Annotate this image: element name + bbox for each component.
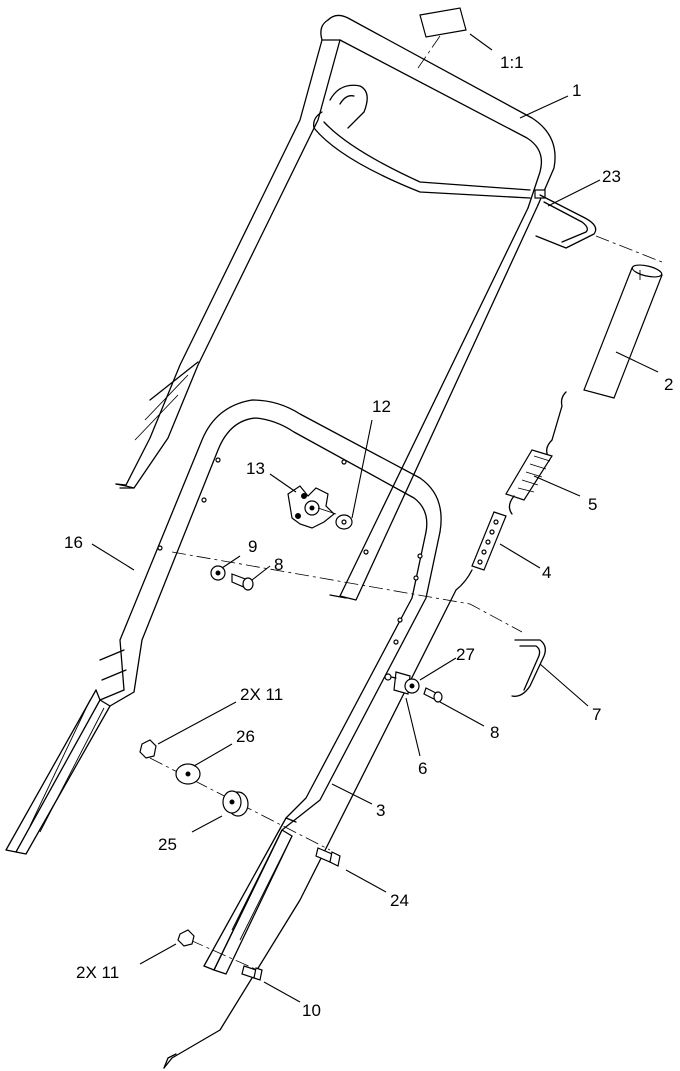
- leader-lines: [91, 33, 659, 1003]
- callout-1: 1: [572, 81, 581, 100]
- washer-26: [175, 763, 201, 785]
- washer-9: [210, 565, 226, 581]
- link-plate: [471, 511, 507, 571]
- callout-labels: 1:1 1 23 2 12 13 5 16 9 8 4 27 2X 11 7 8…: [64, 53, 673, 1020]
- decal-label: [417, 7, 467, 69]
- callout-7: 7: [592, 705, 601, 724]
- upper-handle: [115, 14, 556, 601]
- centerline-10: [189, 939, 263, 973]
- extension-spring: [505, 391, 567, 515]
- washer-27: [404, 678, 420, 694]
- handle-grip: [583, 264, 663, 399]
- callout-5: 5: [588, 495, 597, 514]
- spacer-25: [222, 790, 249, 817]
- cable-clip: [511, 639, 546, 697]
- callout-2: 2: [664, 375, 673, 394]
- lower-handle: [5, 399, 442, 975]
- control-cable: [163, 569, 473, 1069]
- callout-8-lower: 8: [490, 723, 499, 742]
- nut-11-lower: [177, 929, 195, 947]
- callout-12: 12: [372, 397, 391, 416]
- callout-24: 24: [390, 891, 409, 910]
- bail-clip: [535, 194, 597, 249]
- callout-23: 23: [602, 167, 621, 186]
- callout-16: 16: [64, 533, 83, 552]
- callout-27: 27: [456, 645, 475, 664]
- bolt-8-lower: [423, 687, 443, 703]
- handle-knob: [287, 485, 337, 529]
- callout-2x11-upper: 2X 11: [240, 685, 283, 704]
- callout-1-1: 1:1: [500, 53, 524, 72]
- bolt-10: [241, 965, 263, 981]
- cable-end: [163, 1053, 177, 1069]
- callout-8-upper: 8: [274, 555, 283, 574]
- callout-10: 10: [302, 1001, 321, 1020]
- bolt-8-upper: [231, 573, 254, 591]
- callout-3: 3: [376, 801, 385, 820]
- centerline-9: [171, 551, 523, 633]
- callout-2x11-lower: 2X 11: [76, 963, 119, 982]
- callout-9: 9: [248, 537, 257, 556]
- callout-6: 6: [418, 759, 427, 778]
- callout-13: 13: [246, 459, 265, 478]
- mount-holes: [157, 457, 423, 645]
- callout-25: 25: [158, 835, 177, 854]
- bolt-24: [315, 847, 341, 867]
- nut-11-upper: [139, 739, 157, 759]
- centerline-23: [595, 235, 663, 263]
- callout-26: 26: [236, 727, 255, 746]
- callout-4: 4: [542, 563, 551, 582]
- washer-12: [335, 514, 353, 530]
